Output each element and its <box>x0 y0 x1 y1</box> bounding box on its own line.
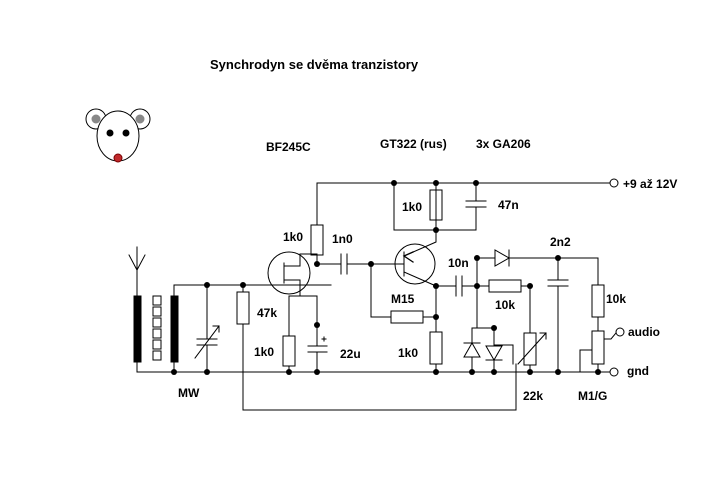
capacitor-source-label: 22u <box>340 347 361 361</box>
gnd-terminal[interactable] <box>609 367 619 377</box>
resistor-emitter-label: 1k0 <box>398 346 419 360</box>
resistor-base-label: M15 <box>391 292 415 306</box>
capacitor-22u <box>307 324 328 373</box>
capacitor-1n0 <box>336 253 396 275</box>
diode-part-label: 3x GA206 <box>476 137 531 151</box>
resistor-collector-1k0 <box>393 182 443 231</box>
page-title: Synchrodyn se dvěma tranzistory <box>210 57 419 72</box>
resistor-source-1k0 <box>282 335 296 373</box>
capacitor-47n <box>435 182 487 231</box>
resistor-source-label: 1k0 <box>254 345 275 359</box>
mouse-logo-icon <box>85 108 151 163</box>
capacitor-supply-label: 47n <box>498 198 519 212</box>
ferrite-antenna-coil <box>133 284 332 373</box>
antenna-symbol <box>128 246 146 297</box>
band-label: MW <box>178 386 200 400</box>
capacitor-coupling-label: 1n0 <box>332 232 353 246</box>
audio-label: audio <box>628 325 660 339</box>
capacitor-filter-label: 2n2 <box>550 235 571 249</box>
capacitor-10n <box>435 275 478 297</box>
tuning-capacitor <box>194 284 220 373</box>
bjt-part-label: GT322 (rus) <box>380 137 447 151</box>
resistor-collector-label: 1k0 <box>402 200 423 214</box>
potentiometer-22k <box>493 332 547 373</box>
resistor-drain-label: 1k0 <box>283 230 304 244</box>
resistor-gate-label: 47k <box>257 306 278 320</box>
junction-dots <box>171 180 601 375</box>
fet-part-label: BF245C <box>266 140 311 154</box>
mixer-network <box>471 257 495 329</box>
audio-terminal[interactable] <box>615 327 625 337</box>
potentiometer-m1g <box>579 316 617 373</box>
gnd-label: gnd <box>627 364 649 378</box>
pot-volume-label: M1/G <box>578 389 608 403</box>
diode-left <box>463 327 481 373</box>
supply-terminal[interactable] <box>609 178 619 188</box>
resistor-emitter-1k0 <box>429 331 443 373</box>
jfet-bf245c <box>267 251 318 337</box>
diode-right <box>485 327 503 373</box>
capacitor-mixer-label: 10n <box>448 256 469 270</box>
supply-label: +9 až 12V <box>623 177 678 191</box>
supply-rail <box>316 182 612 226</box>
capacitor-2n2 <box>547 257 569 373</box>
resistor-10k-audio <box>591 284 605 318</box>
resistor-audio-label: 10k <box>606 292 627 306</box>
pot-balance-label: 22k <box>523 389 544 403</box>
resistor-mixer-label: 10k <box>495 298 516 312</box>
